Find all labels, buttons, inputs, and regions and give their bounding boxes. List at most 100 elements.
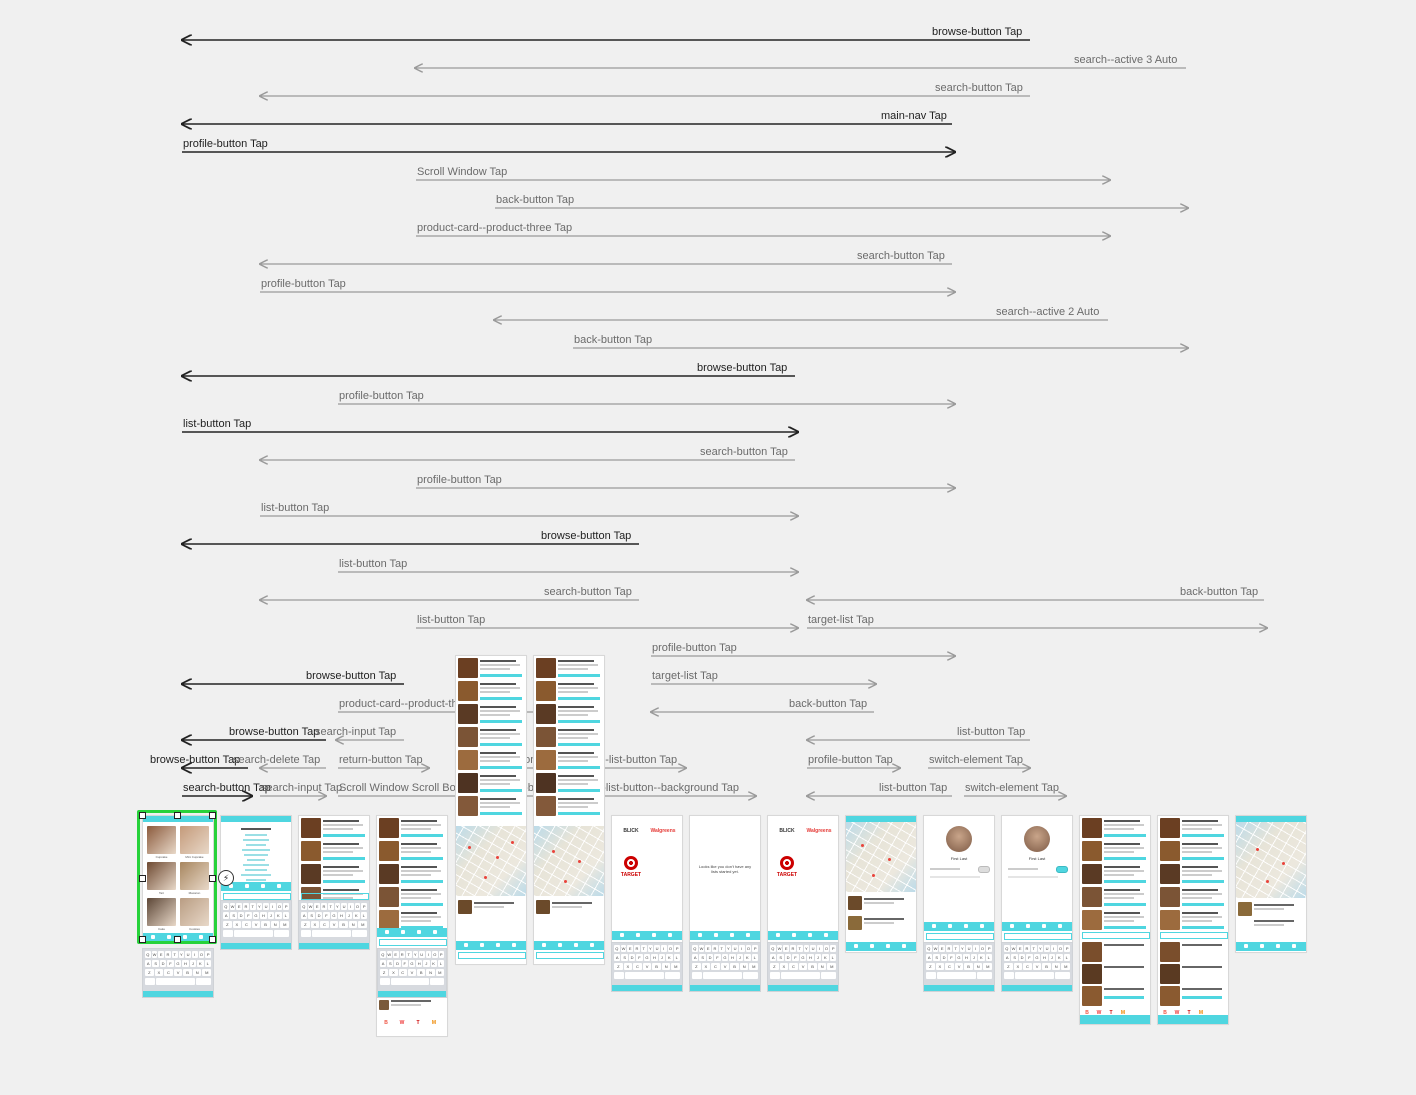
keyboard-key[interactable]: X [389,969,398,976]
add-to-list-button[interactable] [323,834,365,837]
add-to-list-button[interactable] [1104,926,1146,929]
keyboard-key[interactable]: P [205,951,212,958]
keyboard-key[interactable]: Z [770,963,779,970]
add-to-list-button[interactable] [1182,926,1224,929]
keyboard-key[interactable]: X [232,921,242,928]
category-tile[interactable] [180,826,209,854]
keyboard-key[interactable]: T [796,945,803,952]
keyboard-key[interactable]: U [654,945,660,952]
keyboard-key[interactable]: V [1032,963,1042,970]
keyboard-key[interactable]: D [628,954,636,961]
keyboard-key[interactable]: C [164,969,173,976]
keyboard-key[interactable]: Y [1037,945,1044,952]
keyboard-key[interactable]: P [752,945,759,952]
keyboard-key[interactable]: F [245,912,252,919]
keyboard-key[interactable]: H [260,912,267,919]
product-image[interactable] [458,773,478,793]
keyboard-key[interactable]: F [636,954,643,961]
keyboard-key[interactable]: B [1042,963,1051,970]
keyboard-key[interactable]: S [152,960,159,967]
keyboard-key[interactable]: C [320,921,329,928]
keyboard-key[interactable]: X [310,921,320,928]
keyboard-key[interactable]: F [792,954,799,961]
add-to-list-button[interactable] [323,880,365,883]
keyboard-key[interactable]: J [423,960,430,967]
keyboard-key[interactable]: A [614,954,621,961]
keyboard-key[interactable]: L [829,954,836,961]
keyboard-key[interactable]: U [263,903,269,910]
keyboard-key[interactable]: C [945,963,954,970]
keyboard-key[interactable]: P [986,945,993,952]
keyboard-key[interactable]: O [276,903,283,910]
screen-product-list-map-2[interactable] [533,655,605,965]
keyboard-key[interactable]: I [1050,945,1057,952]
keyboard-key[interactable]: E [158,951,165,958]
keyboard-key[interactable]: N [192,969,202,976]
keyboard-key[interactable]: A [145,960,152,967]
add-to-list-button[interactable] [480,720,522,723]
keyboard-key[interactable]: I [660,945,667,952]
keyboard-key[interactable]: N [348,921,358,928]
keyboard-key[interactable]: H [651,954,658,961]
keyboard-key[interactable]: R [946,945,952,952]
keyboard-key[interactable]: Y [803,945,810,952]
keyboard-key[interactable]: Z [223,921,232,928]
keyboard-key[interactable]: Q [926,945,932,952]
keyboard-key[interactable]: P [674,945,681,952]
keyboard-key[interactable]: Y [256,903,263,910]
keyboard-key[interactable]: Z [1004,963,1013,970]
add-to-list-button[interactable] [401,880,443,883]
keyboard-key[interactable]: K [430,960,437,967]
screen-long-list-2[interactable]: B W T M [1157,815,1229,1025]
add-to-list-button[interactable] [558,720,600,723]
product-image[interactable] [1082,864,1102,884]
keyboard-key[interactable]: N [270,921,280,928]
product-image[interactable] [536,681,556,701]
keyboard-key[interactable]: K [744,954,751,961]
keyboard-key[interactable]: G [252,912,260,919]
product-image[interactable] [1082,910,1102,930]
keyboard-key[interactable]: O [745,945,752,952]
resize-handle[interactable] [209,936,216,943]
product-image[interactable] [301,864,321,884]
keyboard-key[interactable]: L [751,954,758,961]
keyboard-key[interactable]: J [658,954,666,961]
keyboard-key[interactable]: G [799,954,807,961]
keyboard-key[interactable]: H [1041,954,1048,961]
keyboard-key[interactable]: U [341,903,347,910]
keyboard-key[interactable]: D [237,912,245,919]
keyboard-key[interactable]: B [261,921,270,928]
keyboard-key[interactable]: I [972,945,979,952]
product-image[interactable] [458,727,478,747]
keyboard-key[interactable]: I [425,951,431,958]
keyboard-key[interactable]: C [789,963,798,970]
keyboard-key[interactable]: R [1024,945,1030,952]
keyboard-key[interactable]: Q [380,951,386,958]
product-image[interactable] [458,704,478,724]
product-image[interactable] [458,796,478,816]
keyboard-key[interactable]: G [330,912,338,919]
keyboard-key[interactable]: T [640,945,647,952]
keyboard-key[interactable]: E [705,945,712,952]
add-to-list-button[interactable] [323,857,365,860]
keyboard-key[interactable]: D [159,960,167,967]
keyboard-key[interactable]: X [701,963,711,970]
product-image[interactable] [1160,887,1180,907]
keyboard-key[interactable]: E [393,951,399,958]
keyboard-key[interactable]: K [822,954,829,961]
keyboard-key[interactable]: D [784,954,792,961]
keyboard-key[interactable]: Y [647,945,654,952]
keyboard-key[interactable]: U [966,945,972,952]
keyboard-key[interactable]: P [1064,945,1071,952]
keyboard-key[interactable]: G [955,954,963,961]
keyboard-key[interactable]: N [739,963,749,970]
keyboard-key[interactable]: O [1057,945,1064,952]
keyboard-key[interactable]: R [712,945,718,952]
switch-element[interactable] [978,866,990,873]
product-image[interactable] [379,910,399,930]
keyboard-key[interactable]: T [1030,945,1037,952]
keyboard-key[interactable]: J [814,954,822,961]
keyboard-key[interactable]: I [191,951,198,958]
switch-element[interactable] [1056,866,1068,873]
keyboard-key[interactable]: X [623,963,633,970]
